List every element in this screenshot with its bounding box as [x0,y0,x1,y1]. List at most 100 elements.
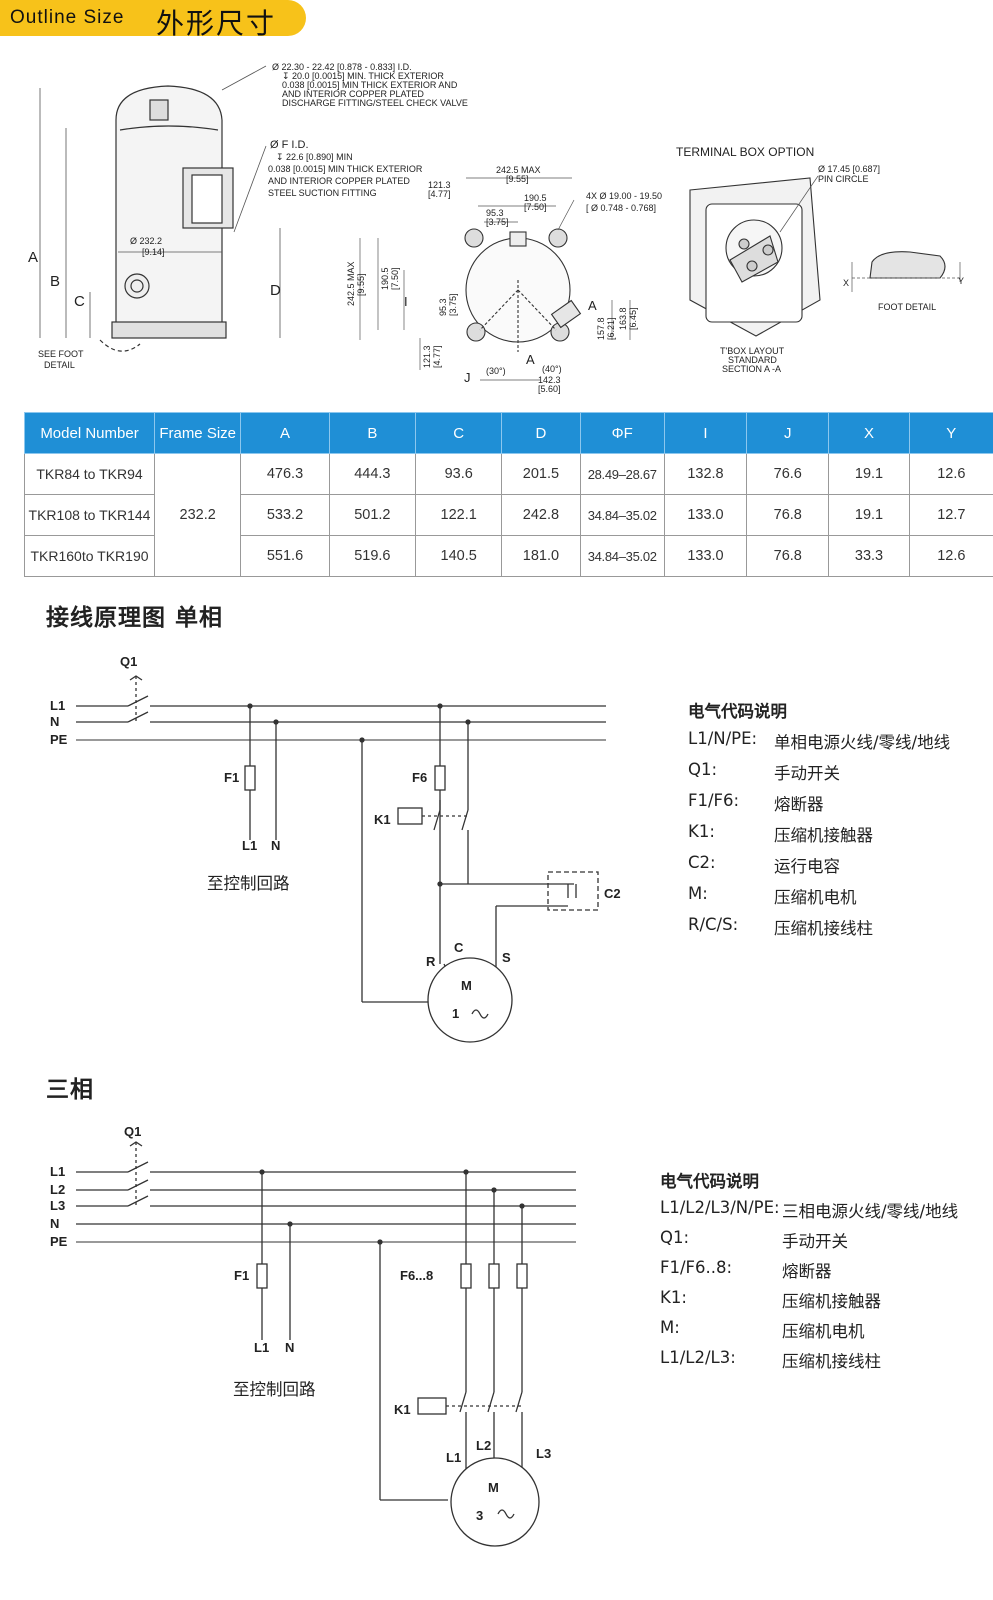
top-dim-2b: [7.50] [524,202,547,212]
suction-line-4: AND INTERIOR COPPER PLATED [268,176,410,186]
cell-frame-size: 232.2 [153,453,242,577]
tbox-layout-1: T'BOX LAYOUT [720,346,785,356]
tp-motor-l1: L1 [446,1450,461,1465]
cell-a: 551.6 [240,535,330,577]
tp-motor-l3: L3 [536,1446,551,1461]
cell-c: 122.1 [415,494,503,536]
sp-s-label: S [502,950,511,965]
tp-legend-desc-2: 手动开关 [782,1232,848,1251]
banner-title-zh: 外形尺寸 [156,7,277,40]
col-b: B [328,412,417,454]
suction-line-1: Ø F I.D. [270,139,309,151]
pin-circle-dim: Ø 17.45 [0.687] [818,164,880,174]
vert-dim-3b: [3.75] [448,293,458,316]
col-model: Model Number [24,412,155,454]
cell-a: 533.2 [240,494,330,536]
sp-legend-code-4: K1: [688,822,715,841]
discharge-callout: Ø 22.30 - 22.42 [0.878 - 0.833] I.D. ↧ 2… [272,62,468,108]
discharge-line-4: AND INTERIOR COPPER PLATED [282,89,424,99]
sp-legend-code-3: F1/F6: [688,791,740,810]
sp-legend-desc-7: 压缩机接线柱 [774,919,873,938]
cell-b: 519.6 [328,535,417,577]
sp-l1-label: L1 [50,698,65,713]
sp-legend-code-7: R/C/S: [688,915,739,934]
spec-table: Model Number Frame Size A B C D ΦF I J X… [24,412,993,577]
top-dim-2: 190.5 [524,193,547,203]
sp-motor-label: M [461,978,472,993]
right-dim-1b: [6.21] [606,317,616,340]
sp-legend-code-1: L1/N/PE: [688,729,758,748]
tp-legend-code-4: K1: [660,1288,687,1307]
section-a-label-2: A [526,352,535,367]
suction-callout: Ø F I.D. ↧ 22.6 [0.890] MIN 0.038 [0.001… [268,139,423,198]
cell-i: 133.0 [663,535,748,577]
cell-j: 76.6 [746,453,830,495]
tp-l3-label: L3 [50,1198,65,1213]
single-phase-legend: 电气代码说明 L1/N/PE: 单相电源火线/零线/地线 Q1: 手动开关 F1… [688,698,988,948]
top-dim-1b: [9.55] [506,174,529,184]
tp-out-n-label: N [285,1340,294,1355]
right-dim-1: 157.8 [596,317,606,340]
sp-r-label: R [426,954,436,969]
dim-j-label: J [464,370,471,385]
table-header-row: Model Number Frame Size A B C D ΦF I J X… [24,412,993,454]
dia-label-in: [9.14] [142,247,165,257]
cell-d: 201.5 [501,453,581,495]
top-dim-3b: [4.77] [428,189,451,199]
tp-motor-l2: L2 [476,1438,491,1453]
sp-motor-sub: 1 [452,1006,459,1021]
vert-dim-4: 121.3 [422,345,432,368]
cell-c: 140.5 [415,535,503,577]
cell-c: 93.6 [415,453,503,495]
tp-motor-sub: 3 [476,1508,483,1523]
suction-line-2: ↧ 22.6 [0.890] MIN [276,152,353,162]
tp-k1-label: K1 [394,1402,411,1417]
sp-legend-title: 电气代码说明 [688,702,787,721]
suction-line-3: 0.038 [0.0015] MIN THICK EXTERIOR [268,164,423,174]
sp-out-n-label: N [271,838,280,853]
top-dim-1: 242.5 MAX [496,165,541,175]
foot-detail-label: FOOT DETAIL [878,302,936,312]
tp-legend-desc-5: 压缩机电机 [782,1322,865,1341]
sp-legend-code-5: C2: [688,853,716,872]
cell-y: 12.6 [908,453,993,495]
bottom-dim-1: 142.3 [538,375,561,385]
terminal-box-labels: TERMINAL BOX OPTION Ø 17.45 [0.687] PIN … [676,145,964,374]
vert-dim-4b: [4.77] [432,345,442,368]
suction-line-5: STEEL SUCTION FITTING [268,188,377,198]
cell-f: 28.49–28.67 [579,453,665,495]
angle-30: (30°) [486,366,506,376]
tp-legend-code-3: F1/F6..8: [660,1258,733,1277]
col-frame-size: Frame Size [153,412,242,454]
right-dim-2: 163.8 [618,307,628,330]
tp-legend-title: 电气代码说明 [660,1172,759,1191]
three-phase-legend: 电气代码说明 L1/L2/L3/N/PE: 三相电源火线/零线/地线 Q1: 手… [660,1168,980,1371]
cell-x: 19.1 [828,453,910,495]
cell-b: 501.2 [328,494,417,536]
top-dim-4b: [3.75] [486,217,509,227]
section-banner: Outline Size 外形尺寸 [0,0,306,40]
table-row: TKR108 to TKR144 533.2 501.2 122.1 242.8… [24,494,993,536]
cell-y: 12.7 [908,494,993,536]
cell-model: TKR84 to TKR94 [24,453,155,495]
cell-j: 76.8 [746,535,830,577]
sp-legend-desc-1: 单相电源火线/零线/地线 [774,733,951,752]
tp-legend-desc-4: 压缩机接触器 [782,1292,881,1311]
sp-control-circuit-label: 至控制回路 [207,874,290,893]
single-phase-heading: 接线原理图 单相 [46,605,224,631]
col-j: J [746,412,830,454]
sp-n-label: N [50,714,59,729]
col-f: ΦF [579,412,665,454]
right-dim-2b: [6.45] [628,307,638,330]
vert-dim-3: 95.3 [438,298,448,316]
tp-motor-label: M [488,1480,499,1495]
tp-f68-label: F6...8 [400,1268,433,1283]
cell-y: 12.6 [908,535,993,577]
foot-x-label: X [843,278,849,288]
top-view-dimensions: 242.5 MAX [9.55] 190.5 [7.50] 121.3 [4.7… [346,165,662,394]
dim-b-label: B [50,273,60,290]
tp-n-label: N [50,1216,59,1231]
vert-dim-2b: [7.50] [390,267,400,290]
vert-dim-1: 242.5 MAX [346,261,356,306]
tp-legend-desc-3: 熔断器 [782,1262,832,1281]
